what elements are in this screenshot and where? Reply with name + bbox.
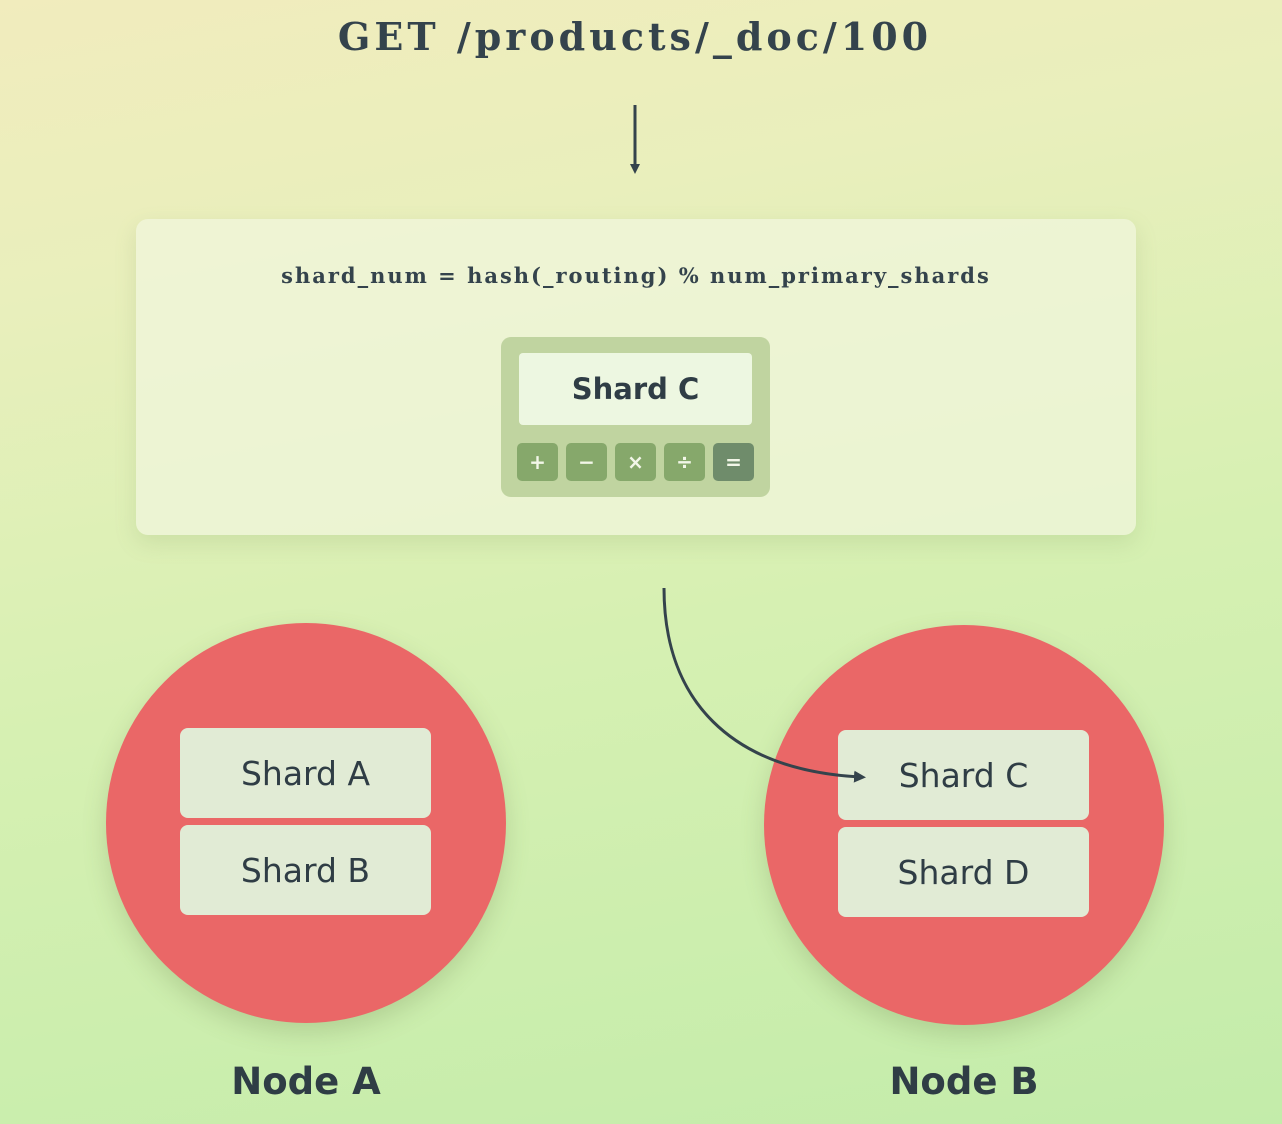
routing-panel: shard_num = hash(_routing) % num_primary… [136, 219, 1136, 535]
request-line: GET /products/_doc/100 [0, 14, 1270, 59]
request-method: GET [337, 14, 440, 59]
plus-key[interactable]: + [517, 443, 558, 481]
divide-key[interactable]: ÷ [664, 443, 705, 481]
request-path: /products/_doc/100 [456, 14, 933, 59]
calculator: Shard C + − × ÷ = [501, 337, 770, 497]
multiply-key[interactable]: × [615, 443, 656, 481]
calculator-keypad: + − × ÷ = [517, 443, 754, 481]
minus-key[interactable]: − [566, 443, 607, 481]
calculator-display: Shard C [519, 353, 752, 425]
node-a-circle: Shard A Shard B [106, 623, 506, 1023]
shard-a: Shard A [180, 728, 431, 818]
node-b-circle: Shard C Shard D [764, 625, 1164, 1025]
node-a-label: Node A [231, 1060, 381, 1103]
shard-d: Shard D [838, 827, 1089, 917]
node-b-label: Node B [889, 1060, 1039, 1103]
routing-formula: shard_num = hash(_routing) % num_primary… [281, 263, 991, 288]
shard-c: Shard C [838, 730, 1089, 820]
equals-key[interactable]: = [713, 443, 754, 481]
shard-b: Shard B [180, 825, 431, 915]
